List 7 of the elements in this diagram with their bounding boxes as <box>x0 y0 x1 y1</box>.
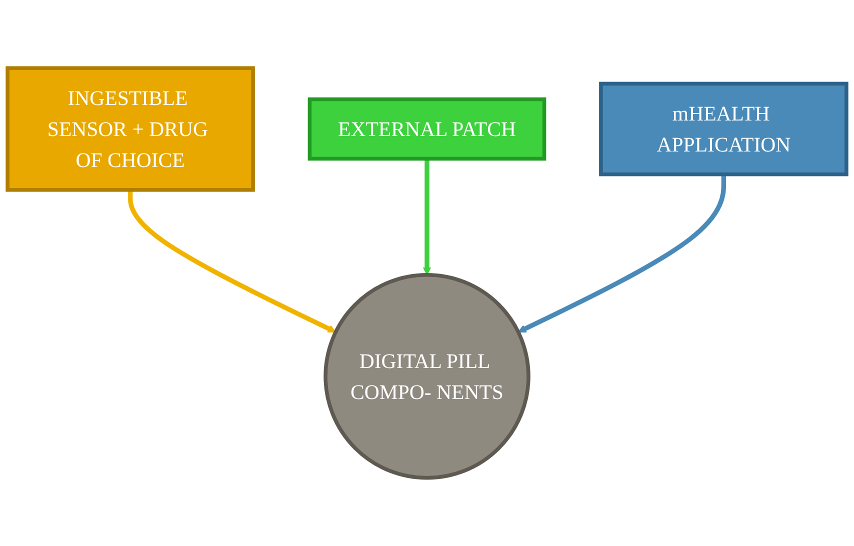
node-box: EXTERNAL PATCH <box>308 97 546 161</box>
arrow <box>422 158 432 276</box>
node-circle: DIGITAL PILL COMPO- NENTS <box>324 273 530 480</box>
arrow <box>518 174 726 333</box>
arrow <box>128 190 336 333</box>
node-box: mHEALTH APPLICATION <box>599 82 848 176</box>
node-box: INGESTIBLE SENSOR + DRUG OF CHOICE <box>6 66 255 192</box>
